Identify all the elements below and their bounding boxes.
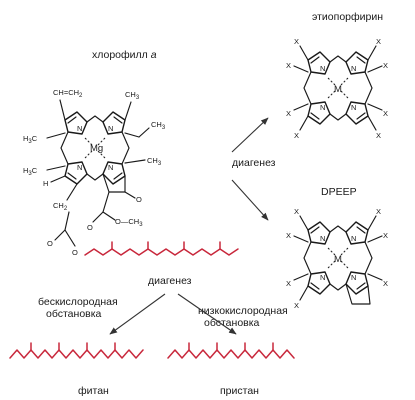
n-atom: N	[351, 103, 356, 112]
x-substituent: X	[376, 207, 381, 216]
x-substituent: X	[376, 37, 381, 46]
dpeep-structure: M N N N N X X X X X X X	[286, 207, 388, 310]
n-atom: N	[77, 124, 82, 133]
arrow-to-pristane	[177, 293, 237, 335]
anoxic-label-line1: бескислородная	[38, 296, 118, 308]
n-atom: N	[320, 103, 325, 112]
pristane-label: пристан	[220, 385, 259, 397]
metal-atom: M	[334, 254, 342, 265]
phytane-label: фитан	[78, 385, 109, 397]
lowoxic-label-line1: низкокислородная	[198, 305, 288, 317]
metal-atom: M	[334, 84, 342, 95]
methyl-group: CH3	[147, 156, 162, 167]
n-atom: N	[351, 273, 356, 282]
h-atom: H	[43, 179, 48, 188]
n-atom: N	[320, 64, 325, 73]
anoxic-label-line2: обстановка	[46, 308, 102, 320]
o-atom: O	[87, 223, 93, 232]
n-atom: N	[320, 273, 325, 282]
arrow-to-phytane	[109, 293, 166, 335]
phytyl-chain	[84, 241, 239, 256]
ch2-group: CH2	[53, 201, 68, 212]
phytane-chain	[9, 342, 144, 359]
x-substituent: X	[383, 279, 388, 288]
mg-atom: Mg	[90, 143, 103, 154]
x-substituent: X	[294, 37, 299, 46]
methyl-group: H3C	[23, 134, 38, 145]
x-substituent: X	[286, 109, 291, 118]
x-substituent: X	[286, 279, 291, 288]
pristane-chain	[167, 342, 295, 359]
o-atom: O	[72, 248, 78, 257]
dpeep-label: DPEEP	[321, 186, 357, 198]
methyl-group: CH3	[125, 90, 140, 101]
x-substituent: X	[294, 207, 299, 216]
x-substituent: X	[286, 61, 291, 70]
n-atom: N	[108, 163, 113, 172]
chlorophyll-a-label: хлорофилл a	[92, 49, 157, 61]
methyl-group: H3C	[23, 166, 38, 177]
n-atom: N	[351, 64, 356, 73]
o-atom: O	[47, 239, 53, 248]
lowoxic-label-line2: обстановка	[204, 317, 260, 329]
diagenesis-label-right: диагенез	[232, 157, 276, 169]
x-substituent: X	[383, 61, 388, 70]
arrow-to-etioporphyrin	[231, 117, 269, 153]
o-methyl: O—CH3	[115, 217, 143, 228]
o-atom: O	[136, 195, 142, 204]
x-substituent: X	[383, 231, 388, 240]
n-atom: N	[351, 234, 356, 243]
x-substituent: X	[294, 301, 299, 310]
chlorophyll-a-structure: Mg N N N N CH=CH2 CH3 H3C CH3 CH3	[23, 88, 166, 257]
x-substituent: X	[383, 109, 388, 118]
n-atom: N	[320, 234, 325, 243]
n-atom: N	[108, 124, 113, 133]
x-substituent: X	[294, 131, 299, 140]
x-substituent: X	[286, 231, 291, 240]
x-substituent: X	[376, 131, 381, 140]
methyl-group: CH3	[151, 120, 166, 131]
n-atom: N	[77, 163, 82, 172]
etioporphyrin-label: этиопорфирин	[312, 11, 383, 23]
vinyl-group: CH=CH2	[53, 88, 83, 99]
arrow-to-dpeep	[231, 179, 269, 221]
etioporphyrin-structure: M N N N N X X X X X X X X	[286, 37, 388, 140]
diagenesis-label-bottom: диагенез	[148, 275, 192, 287]
